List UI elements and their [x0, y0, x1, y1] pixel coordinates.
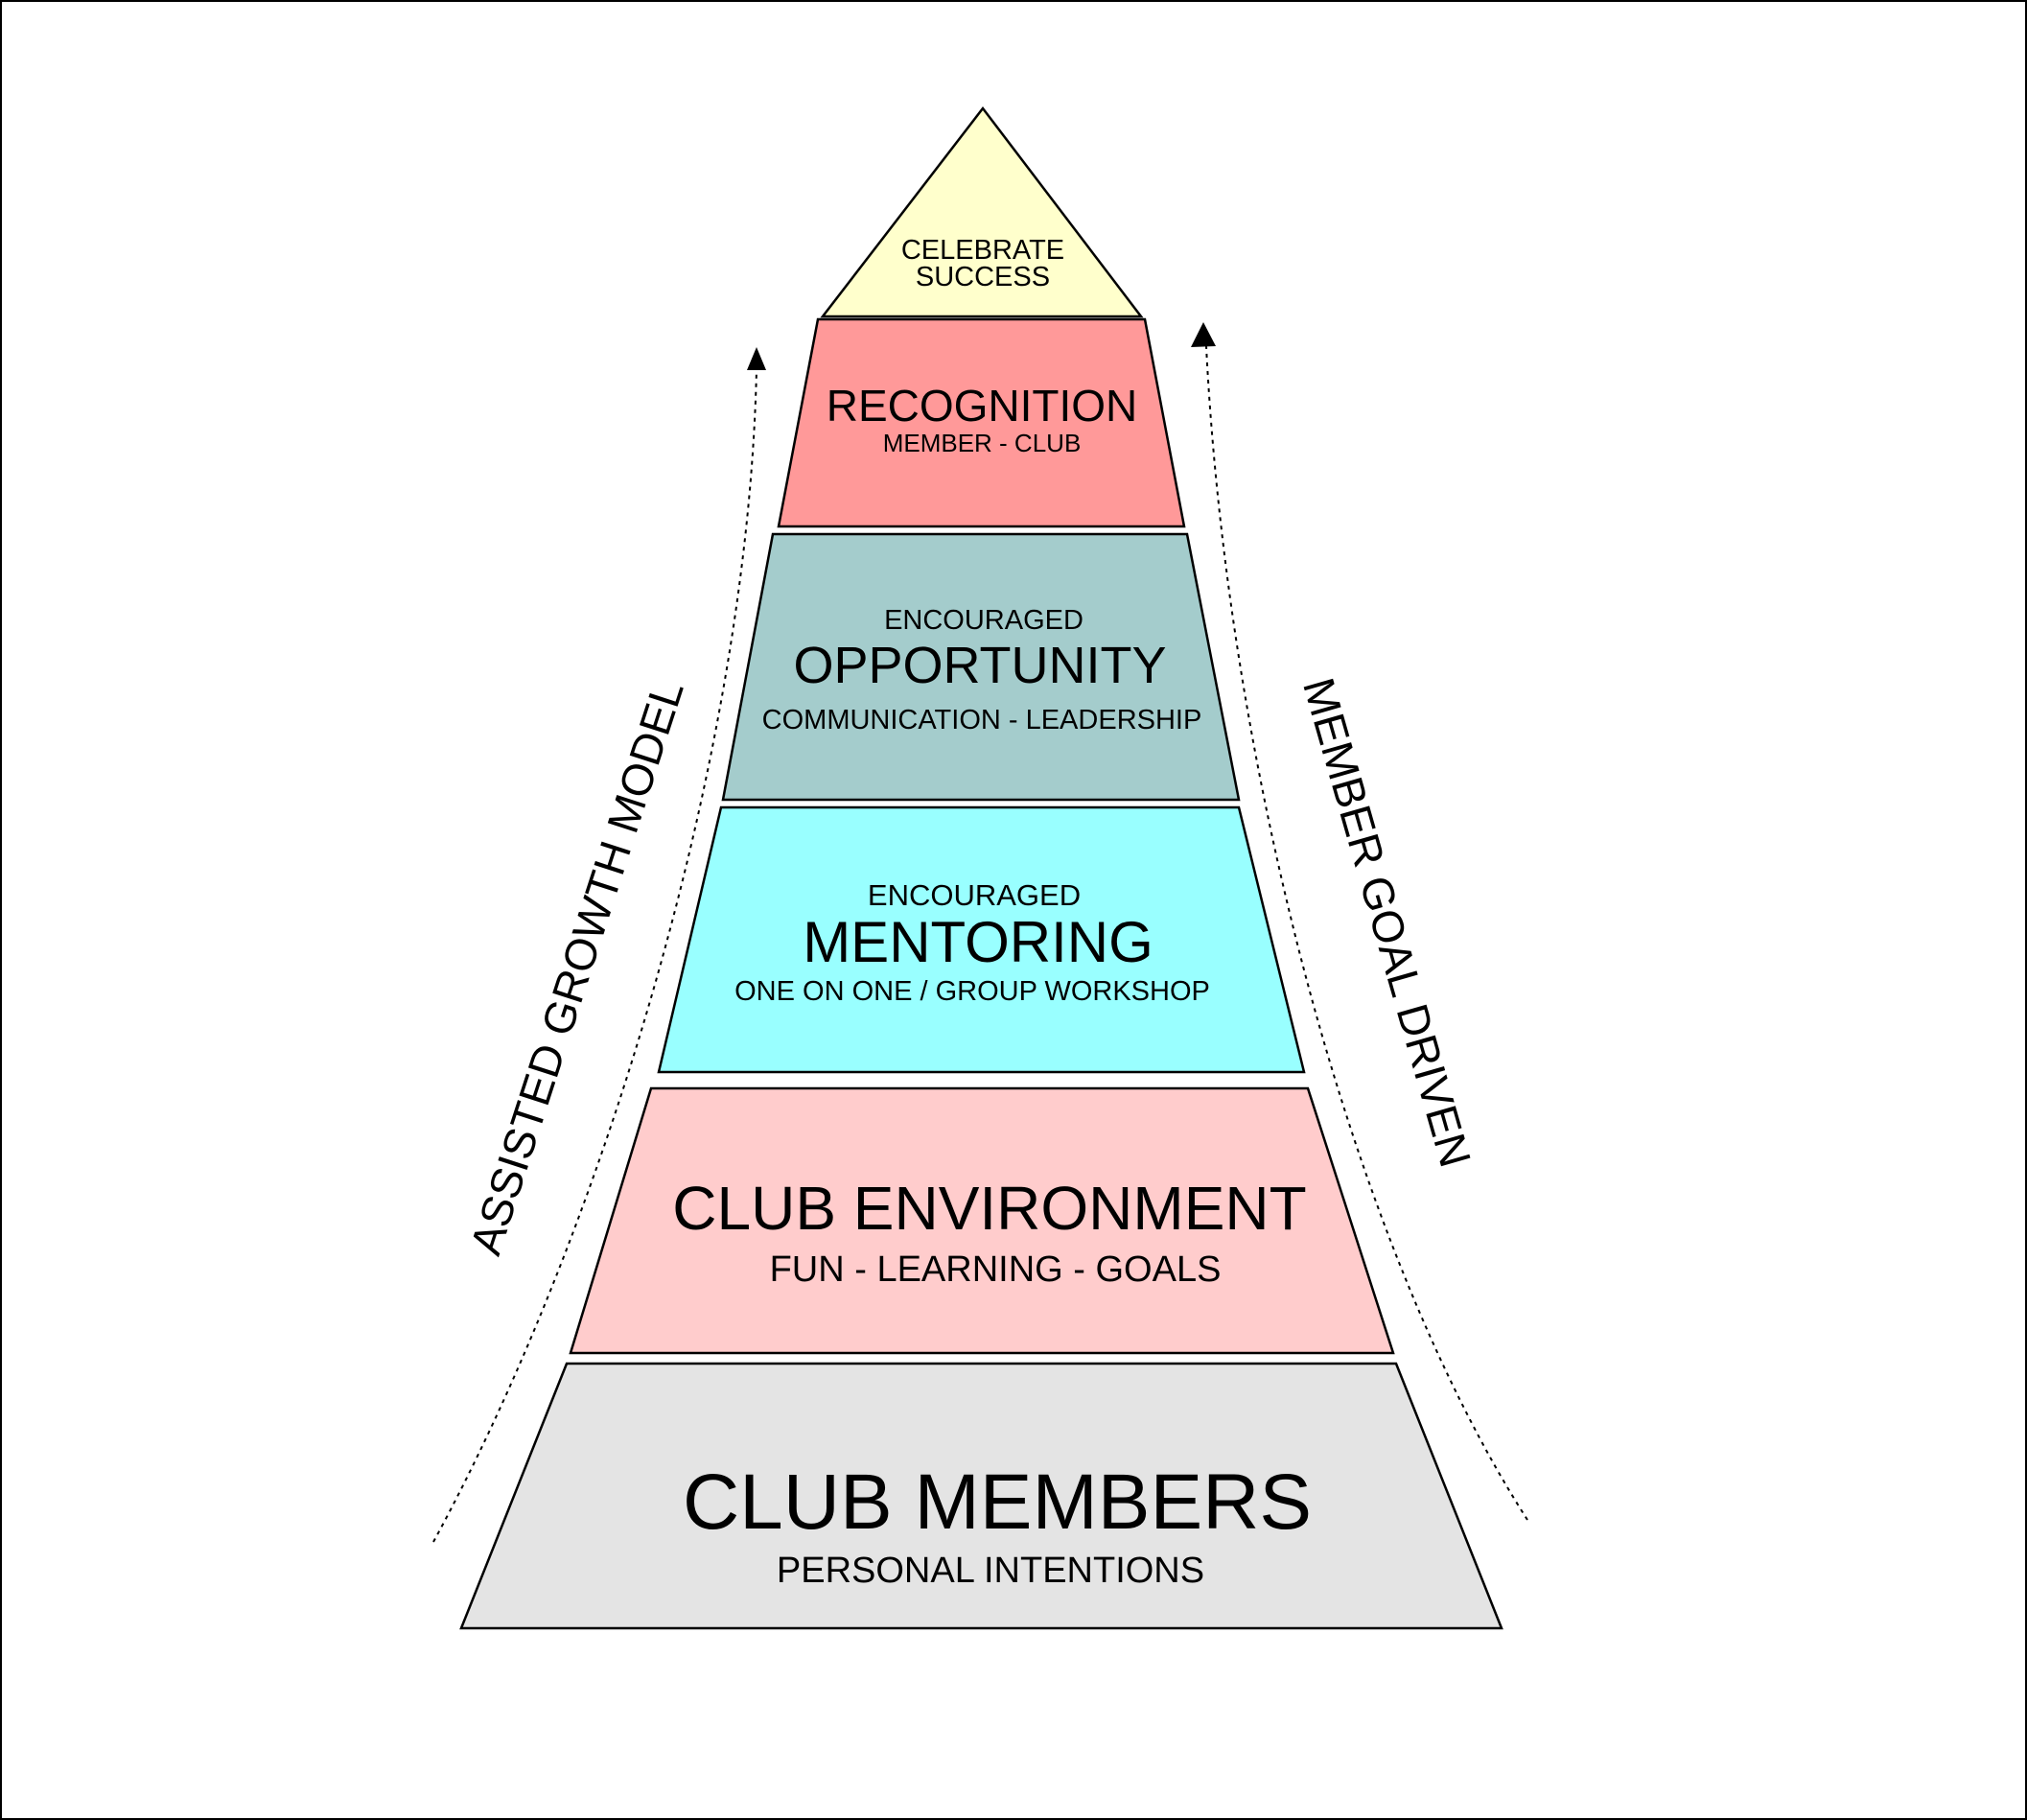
tier-club-environment: CLUB ENVIRONMENT FUN - LEARNING - GOALS [569, 1086, 1395, 1355]
members-subtitle: PERSONAL INTENTIONS [777, 1551, 1204, 1591]
apex-label-line1: CELEBRATE [901, 235, 1064, 266]
mentoring-subtitle: ONE ON ONE / GROUP WORKSHOP [734, 976, 1210, 1007]
opportunity-subtitle: COMMUNICATION - LEADERSHIP [762, 705, 1202, 735]
tier-shape-apex [820, 105, 1144, 318]
tier-recognition: RECOGNITION MEMBER - CLUB [777, 317, 1186, 528]
tier-shape-members [459, 1362, 1503, 1630]
members-title: CLUB MEMBERS [683, 1458, 1312, 1546]
environment-subtitle: FUN - LEARNING - GOALS [770, 1249, 1222, 1290]
mentoring-title: MENTORING [803, 910, 1153, 974]
tier-shape-opportunity [721, 532, 1241, 802]
tier-mentoring: ENCOURAGED MENTORING ONE ON ONE / GROUP … [657, 805, 1306, 1074]
apex-label-line2: SUCCESS [916, 262, 1050, 292]
opportunity-eyebrow: ENCOURAGED [884, 605, 1083, 636]
tier-shape-mentoring [657, 805, 1306, 1074]
left-dotted-curve [432, 368, 757, 1543]
recognition-title: RECOGNITION [827, 381, 1138, 431]
opportunity-title: OPPORTUNITY [793, 637, 1166, 694]
tier-celebrate-success: CELEBRATE SUCCESS [820, 105, 1144, 318]
right-dotted-curve [1205, 345, 1528, 1521]
tier-shape-environment [569, 1086, 1395, 1355]
tier-opportunity: ENCOURAGED OPPORTUNITY COMMUNICATION - L… [721, 532, 1241, 802]
mentoring-eyebrow: ENCOURAGED [868, 878, 1081, 912]
right-arrowhead-icon [1191, 322, 1216, 347]
tier-shape-recognition [777, 317, 1186, 528]
tier-club-members: CLUB MEMBERS PERSONAL INTENTIONS [459, 1362, 1503, 1630]
recognition-subtitle: MEMBER - CLUB [883, 429, 1082, 457]
environment-title: CLUB ENVIRONMENT [672, 1174, 1306, 1243]
left-arrowhead-icon [747, 347, 766, 370]
